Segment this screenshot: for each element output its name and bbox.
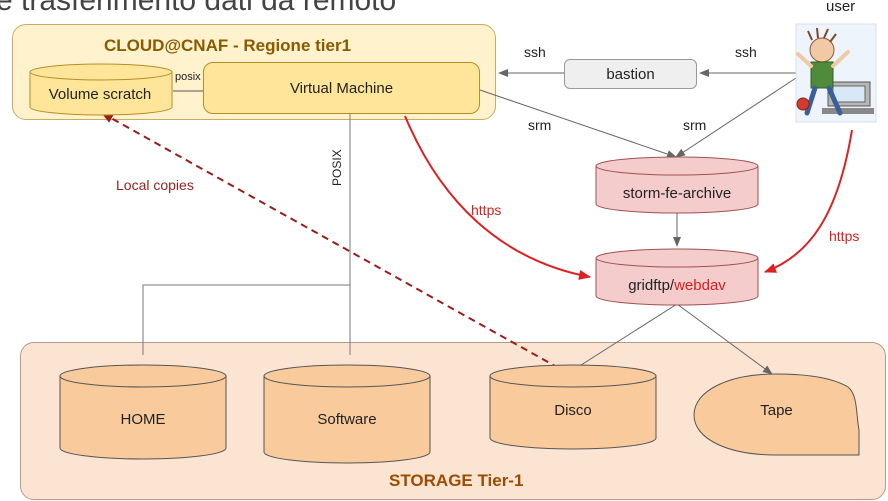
user-label: user (826, 0, 856, 15)
local-copies-arrow (101, 112, 574, 377)
disco-label: Disco (554, 402, 592, 419)
https-left-label: https (471, 202, 502, 218)
gridftp-to-tape-arrow (676, 303, 773, 375)
srm-right-label: srm (683, 117, 707, 133)
https-user-to-gridftp-arrow (764, 129, 853, 273)
home-cylinder (59, 364, 227, 460)
srm-left-label: srm (528, 117, 552, 133)
virtual-machine-box: Virtual Machine (203, 62, 480, 114)
srm-user-to-storm-arrow (675, 77, 797, 158)
software-cylinder (263, 364, 431, 464)
home-connector-line (142, 284, 350, 355)
storm-fe-archive-label: storm-fe-archive (622, 185, 732, 202)
srm-vm-to-storm-arrow (479, 89, 677, 158)
local-copies-label: Local copies (116, 177, 194, 193)
gridftp-text: gridftp/ (628, 277, 675, 294)
volume-scratch-label: Volume scratch (48, 86, 152, 103)
software-label: Software (317, 411, 377, 428)
posix-small-label: posix (175, 71, 201, 83)
volume-scratch-cylinder (29, 63, 173, 116)
bastion-box: bastion (564, 59, 697, 89)
page-title: e trasferimento dati da remoto (0, 0, 397, 17)
ssh-right-label: ssh (735, 44, 757, 60)
tape-label: Tape (760, 402, 793, 419)
posix-vertical-label: POSIX (330, 149, 344, 186)
https-vm-to-gridftp-arrow (404, 115, 591, 280)
storage-tier1-title: STORAGE Tier-1 (389, 471, 524, 490)
https-right-label: https (829, 228, 860, 244)
gridftp-webdav-cylinder (595, 248, 759, 306)
user-illustration (795, 23, 877, 123)
storm-fe-archive-cylinder (595, 156, 759, 214)
disco-cylinder (489, 364, 657, 450)
ssh-left-label: ssh (524, 44, 546, 60)
gridftp-webdav-label: gridftp/webdav (596, 277, 758, 294)
gridftp-to-disco-arrow (566, 303, 678, 375)
cloud-region-title: CLOUD@CNAF - Regione tier1 (104, 36, 352, 55)
tape-shape (693, 373, 860, 456)
home-label: HOME (120, 411, 166, 428)
webdav-text: webdav (674, 277, 726, 294)
